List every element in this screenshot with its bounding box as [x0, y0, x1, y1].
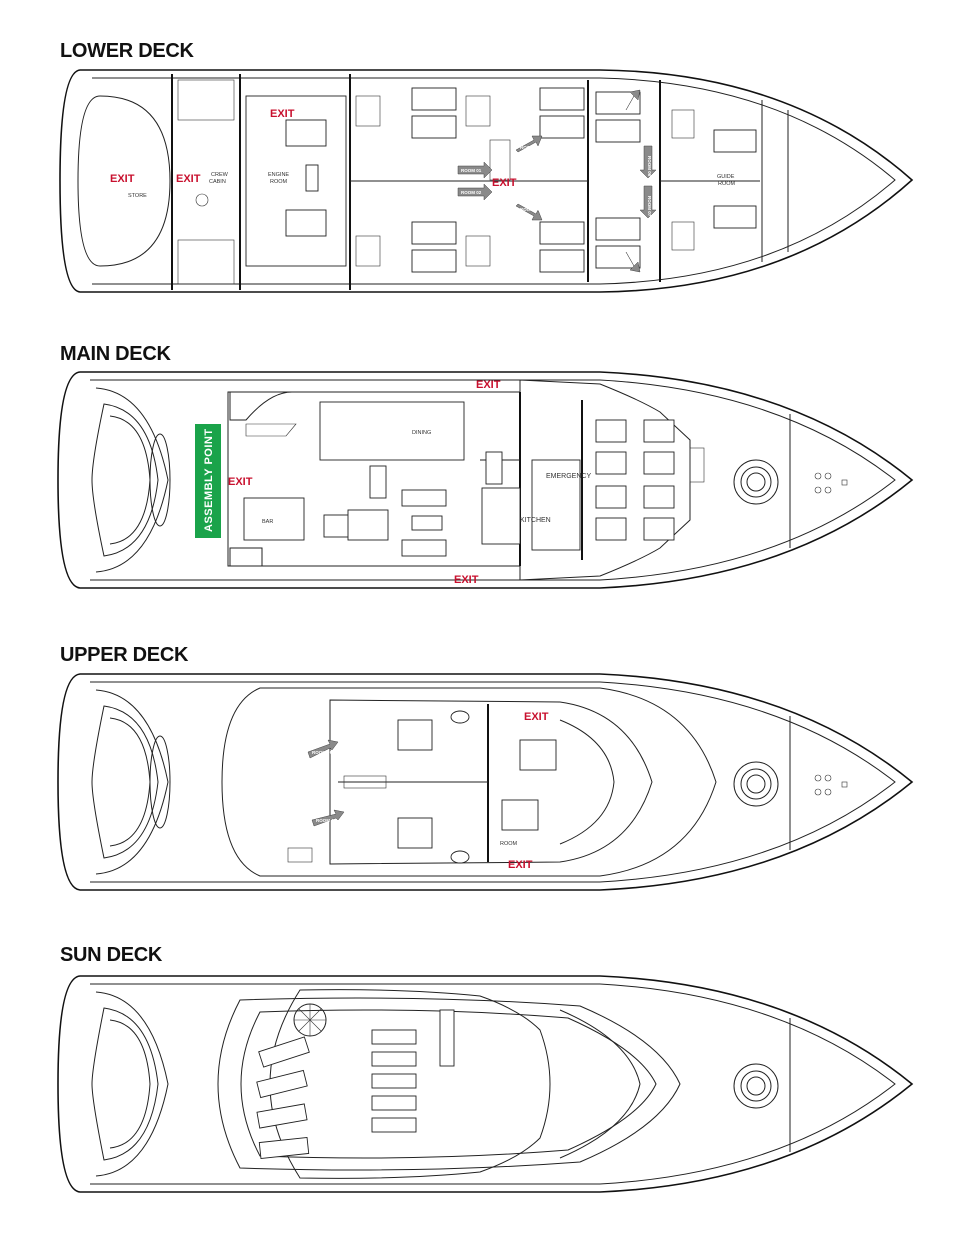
engine-room-label-1: ENGINE	[268, 172, 289, 178]
guide-room-label-2: ROOM	[718, 181, 736, 187]
svg-text:ROOM 09: ROOM 09	[312, 750, 333, 755]
main-deck-title: MAIN DECK	[60, 343, 171, 365]
room-arrow-01: ROOM 01	[457, 161, 493, 179]
crew-cabin-label-2: CABIN	[209, 179, 226, 185]
room-arrow-06: ROOM 06	[639, 145, 657, 179]
svg-text:ROOM 07: ROOM 07	[647, 196, 652, 217]
upper-room-label: ROOM	[500, 841, 518, 847]
engine-room-label-2: ROOM	[270, 179, 288, 185]
assembly-point-label: ASSEMBLY POINT	[203, 428, 215, 532]
room-arrow-10: ROOM 10	[311, 809, 345, 827]
guide-room-label-1: GUIDE	[717, 174, 735, 180]
room-arrow-02: ROOM 02	[457, 183, 493, 201]
lower-deck-plan: EXIT EXIT EXIT EXIT STORE CREW CABIN ENG…	[59, 69, 914, 293]
svg-text:ROOM 03: ROOM 03	[520, 145, 541, 150]
lower-exit-corridor: EXIT	[492, 177, 517, 189]
room-arrow-09: ROOM 09	[307, 739, 339, 759]
lower-exit-store: EXIT	[110, 173, 135, 185]
main-exit-aft: EXIT	[228, 476, 253, 488]
svg-text:ROOM 04: ROOM 04	[520, 207, 541, 212]
lower-deck-title: LOWER DECK	[60, 40, 194, 62]
room-arrow-04: ROOM 04	[515, 203, 543, 221]
room-arrow-03: ROOM 03	[515, 135, 543, 153]
svg-text:ROOM 01: ROOM 01	[461, 168, 482, 173]
store-label: STORE	[128, 193, 147, 199]
main-deck-plan: ASSEMBLY POINT EXIT EXIT EXIT DINING BAR…	[57, 371, 914, 589]
upper-deck-plan: EXIT EXIT ROOM ROOM 09 ROOM 10	[57, 673, 914, 891]
emergency-label: EMERGENCY	[546, 473, 591, 480]
room-arrow-05	[625, 89, 641, 111]
crew-cabin-label-1: CREW	[211, 172, 229, 178]
svg-text:ROOM 10: ROOM 10	[316, 818, 337, 823]
upper-deck-title: UPPER DECK	[60, 644, 189, 666]
assembly-point-badge	[195, 424, 221, 538]
main-exit-port: EXIT	[476, 379, 501, 391]
lower-exit-crew: EXIT	[176, 173, 201, 185]
main-exit-starboard: EXIT	[454, 574, 479, 586]
dining-label: DINING	[412, 430, 431, 436]
room-arrow-08	[625, 251, 641, 273]
lower-exit-engine: EXIT	[270, 108, 295, 120]
bar-label: BAR	[262, 519, 273, 525]
upper-exit-starboard: EXIT	[508, 859, 533, 871]
svg-text:ROOM 06: ROOM 06	[647, 156, 652, 177]
sun-deck-title: SUN DECK	[60, 944, 163, 966]
svg-text:ROOM 02: ROOM 02	[461, 190, 482, 195]
kitchen-label: KITCHEN	[520, 517, 551, 524]
upper-exit-port: EXIT	[524, 711, 549, 723]
room-arrow-07: ROOM 07	[639, 185, 657, 219]
